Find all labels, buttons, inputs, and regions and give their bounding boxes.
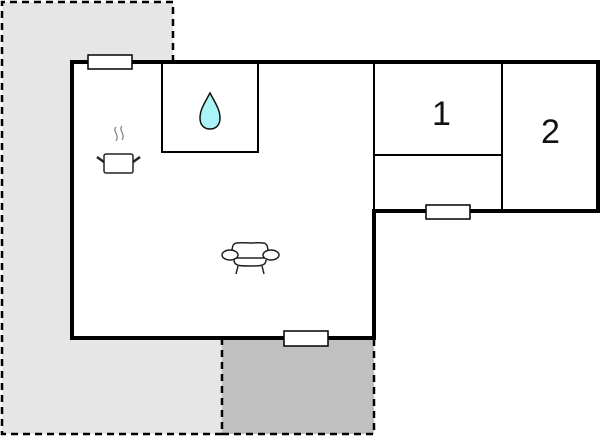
- terrace-bottom: [220, 338, 376, 436]
- terrace-left: [0, 0, 222, 436]
- water-drop-icon: [199, 91, 221, 130]
- window-bottom: [283, 330, 329, 347]
- window-hallway: [425, 204, 471, 220]
- exterior-walls: [70, 60, 600, 340]
- room-label-1: 1: [432, 95, 451, 133]
- sofa-icon: [221, 241, 280, 275]
- window-top-left: [87, 54, 133, 70]
- cooking-pot-icon: [96, 125, 141, 174]
- room-label-2: 2: [541, 113, 560, 151]
